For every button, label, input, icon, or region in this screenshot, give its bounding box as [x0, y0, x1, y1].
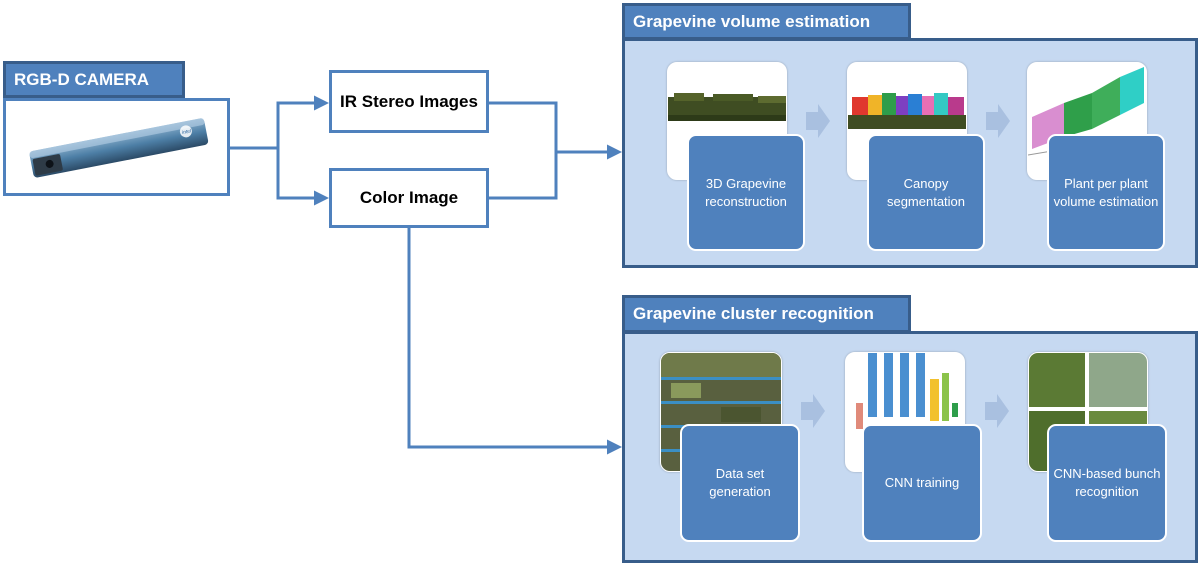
color-image-label: Color Image — [359, 188, 459, 207]
arrow-to-cluster-panel — [407, 228, 622, 455]
color-image-box: Color Image — [329, 168, 489, 228]
step-label: Plant per plant volume estimation — [1053, 175, 1159, 209]
pointcloud-image — [668, 93, 786, 121]
segmented-canopy-image — [848, 93, 966, 129]
chevron-arrow-icon — [801, 394, 825, 428]
step-cnn-training: CNN training — [862, 424, 982, 542]
step-label: CNN-based bunch recognition — [1053, 466, 1161, 499]
cluster-recognition-header: Grapevine cluster recognition — [622, 295, 911, 333]
arrow-to-ir-stereo — [276, 95, 329, 148]
volume-estimation-header: Grapevine volume estimation — [622, 3, 911, 40]
step-label: CNN training — [884, 475, 960, 491]
step-data-set-generation: Data set generation — [680, 424, 800, 542]
step-canopy-segmentation: Canopy segmentation — [867, 134, 985, 251]
volume-estimation-title: Grapevine volume estimation — [633, 11, 871, 31]
step-label: 3D Grapevine reconstruction — [705, 175, 787, 209]
cluster-recognition-title: Grapevine cluster recognition — [633, 304, 874, 323]
voxel-volume-image — [1028, 67, 1146, 156]
ir-stereo-images-box: IR Stereo Images — [329, 70, 489, 133]
camera-header: RGB-D CAMERA — [3, 61, 185, 98]
chevron-arrow-icon — [985, 394, 1009, 428]
cnn-architecture-image — [856, 353, 958, 429]
chevron-arrow-icon — [986, 104, 1010, 138]
camera-image: intel — [29, 118, 209, 178]
chevron-arrow-icon — [806, 104, 830, 138]
camera-header-label: RGB-D CAMERA — [14, 69, 150, 89]
step-label: Canopy segmentation — [886, 175, 966, 209]
step-bunch-recognition: CNN-based bunch recognition — [1047, 424, 1167, 542]
camera-logo: intel — [182, 128, 192, 136]
step-volume-estimation: Plant per plant volume estimation — [1047, 134, 1165, 251]
step-label: Data set generation — [709, 466, 771, 499]
arrow-to-color-image — [276, 148, 329, 206]
camera-image-box: intel — [3, 98, 230, 196]
ir-stereo-images-label: IR Stereo Images — [340, 91, 478, 111]
step-3d-reconstruction: 3D Grapevine reconstruction — [687, 134, 805, 251]
